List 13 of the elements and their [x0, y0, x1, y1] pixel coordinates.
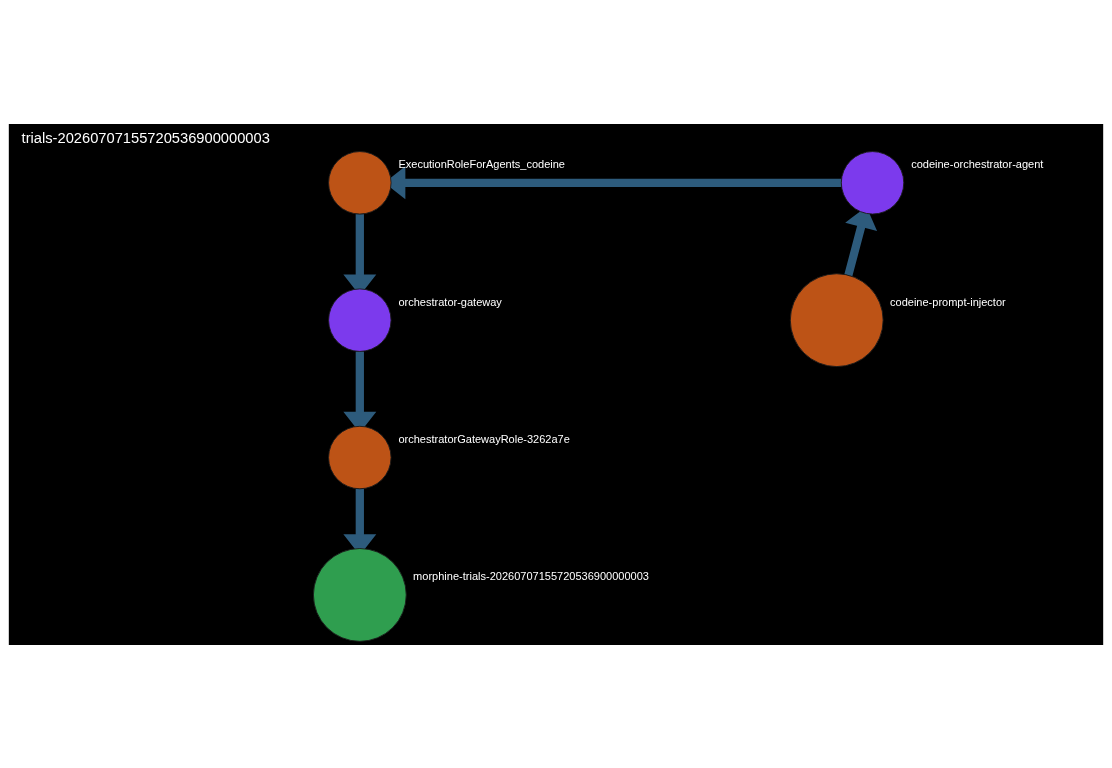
node-label: orchestrator-gateway — [398, 295, 502, 308]
node-label: codeine-orchestrator-agent — [911, 157, 1044, 170]
diagram-title: trials-20260707155720536900000003 — [21, 129, 270, 146]
node-circle — [328, 150, 392, 214]
node-label: ExecutionRoleForAgents_codeine — [398, 157, 565, 170]
node-label: morphine-trials-20260707155720536900000003 — [413, 569, 649, 582]
node-circle — [840, 150, 905, 214]
node-label: codeine-prompt-injector — [890, 295, 1006, 308]
node-circle — [312, 547, 407, 642]
node-label: orchestratorGatewayRole-3262a7e — [398, 432, 570, 445]
node-circle — [328, 425, 392, 489]
node-circle — [328, 288, 392, 352]
node-circle — [789, 272, 884, 367]
